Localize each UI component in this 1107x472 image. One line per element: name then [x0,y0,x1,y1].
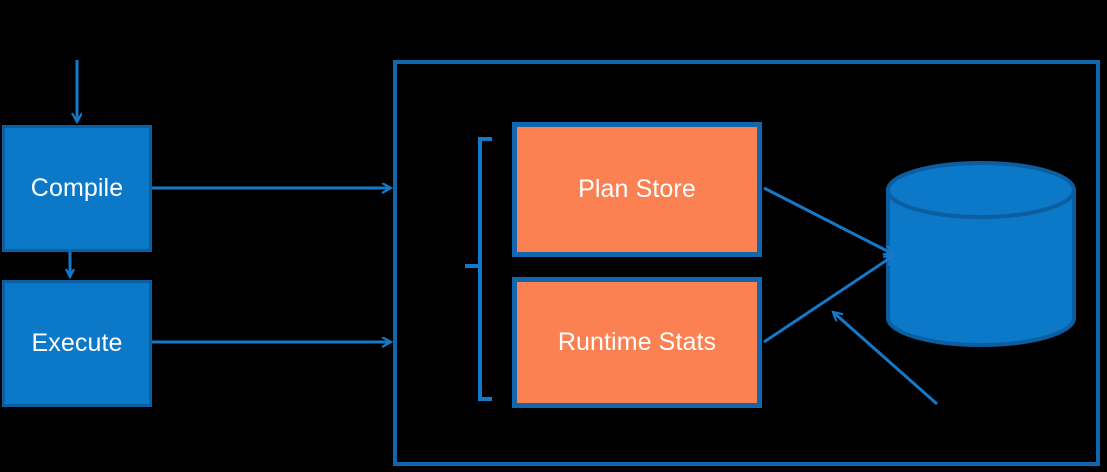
node-plan-store[interactable]: Plan Store [512,122,762,257]
node-execute-label: Execute [31,328,123,357]
node-execute[interactable]: Execute [2,280,152,407]
node-query-store-schema-label: Query Store Schema [913,226,1049,284]
node-plan-store-label: Plan Store [578,174,696,203]
node-runtime-stats-label: Runtime Stats [557,327,717,356]
node-runtime-stats[interactable]: Runtime Stats [512,277,762,408]
node-compile-label: Compile [30,173,124,202]
node-compile[interactable]: Compile [2,125,152,252]
query-store-container [393,60,1100,466]
